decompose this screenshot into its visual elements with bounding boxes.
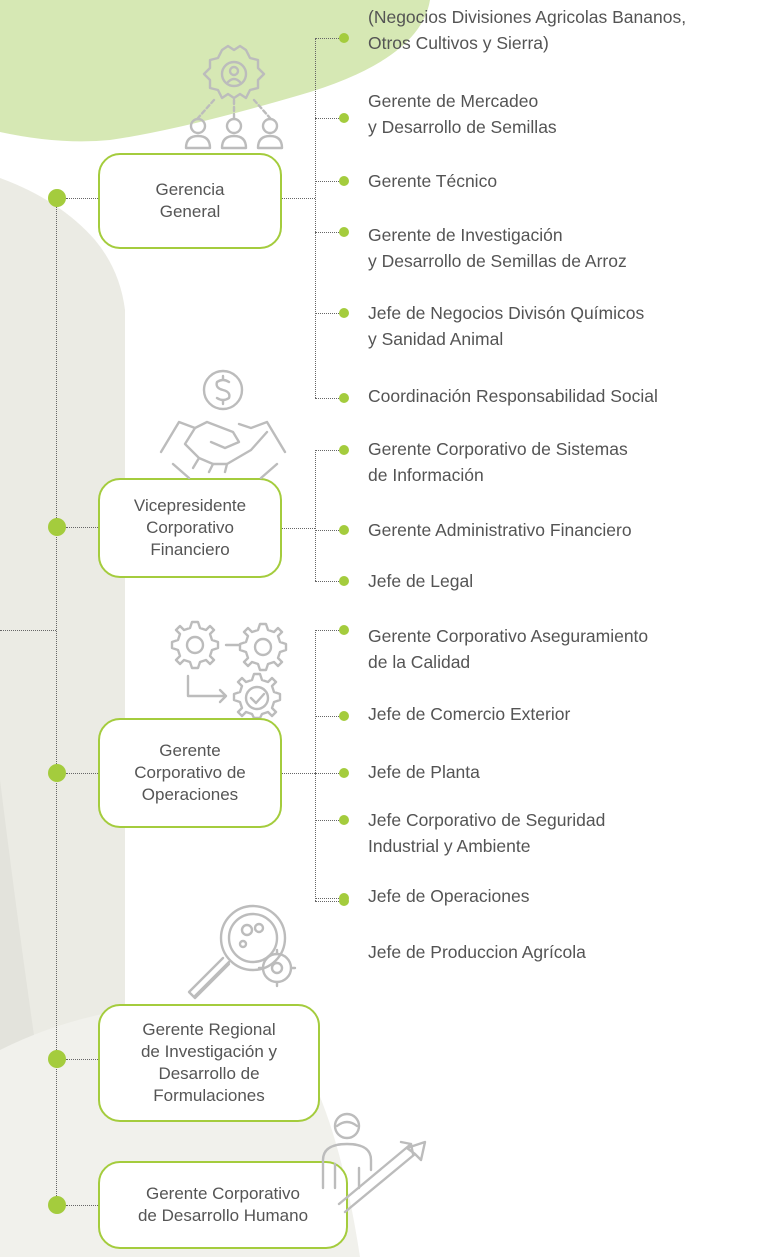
branch-connector [282, 198, 315, 199]
trunk-dot-operaciones [48, 764, 66, 782]
branch-tick [315, 901, 341, 902]
branch-tick [315, 630, 341, 631]
branch-tick [315, 232, 341, 233]
branch-item[interactable]: Jefe de Comercio Exterior [368, 704, 571, 724]
branch-dot [339, 625, 349, 635]
branch-item[interactable]: Gerente de Mercadeo y Desarrollo de Semi… [368, 91, 557, 137]
branch-tick [315, 716, 341, 717]
connector-humano [66, 1205, 98, 1206]
branch-dot [339, 711, 349, 721]
trunk-dot-financiero [48, 518, 66, 536]
branch-tick [315, 450, 341, 451]
connector-general [66, 198, 98, 199]
branch-tick [315, 118, 341, 119]
node-label: Gerencia General [155, 180, 225, 221]
branch-spine-operaciones [315, 630, 316, 901]
node-gerente-desarrollo-humano[interactable]: Gerente Corporativo de Desarrollo Humano [98, 1161, 348, 1249]
branch-tick [315, 581, 341, 582]
magnifier-research-icon [187, 904, 297, 1000]
branch-tick [315, 820, 341, 821]
branch-tick [315, 773, 341, 774]
branch-spine-financiero [315, 450, 316, 581]
branch-dot [339, 113, 349, 123]
node-gerencia-general[interactable]: Gerencia General [98, 153, 282, 249]
handshake-dollar-icon [159, 369, 287, 480]
trunk-dot-humano [48, 1196, 66, 1214]
branch-item[interactable]: Jefe de Produccion Agrícola [368, 942, 586, 962]
branch-item[interactable]: Gerente Administrativo Financiero [368, 520, 632, 540]
person-growth-arrow-icon [321, 1112, 427, 1214]
branch-item[interactable]: Jefe de Negocios Divisón Químicos y Sani… [368, 303, 645, 349]
branch-spine-general [315, 38, 316, 398]
branch-tick [315, 313, 341, 314]
connector-operaciones [66, 773, 98, 774]
branch-connector [282, 528, 315, 529]
branch-tick [315, 38, 341, 39]
branch-tick [315, 530, 341, 531]
branch-tick [315, 181, 341, 182]
branch-item[interactable]: Gerente Corporativo de Sistemas de Infor… [368, 439, 628, 485]
branch-tick [315, 898, 341, 899]
connector-investigacion [66, 1059, 98, 1060]
branch-item[interactable]: Gerente Técnico [368, 171, 498, 191]
branch-dot [339, 815, 349, 825]
team-leader-gear-icon [184, 44, 284, 150]
branch-dot [339, 176, 349, 186]
node-label: Gerente Regional de Investigación y Desa… [140, 1020, 278, 1105]
branch-item[interactable]: Jefe de Planta [368, 762, 480, 782]
node-label: Gerente Corporativo de Operaciones [134, 741, 246, 804]
branch-item[interactable]: Coordinación Responsabilidad Social [368, 386, 658, 406]
branch-dot [339, 445, 349, 455]
branch-item[interactable]: Jefe Corporativo de Seguridad Industrial… [368, 810, 606, 856]
branch-dot [339, 896, 349, 906]
node-label: Vicepresidente Corporativo Financiero [133, 496, 247, 559]
branch-dot [339, 393, 349, 403]
node-gerente-operaciones[interactable]: Gerente Corporativo de Operaciones [98, 718, 282, 828]
node-label: Gerente Corporativo de Desarrollo Humano [137, 1184, 309, 1225]
branch-item[interactable]: (Negocios Divisiones Agricolas Bananos, … [368, 7, 687, 53]
node-gerente-investigacion[interactable]: Gerente Regional de Investigación y Desa… [98, 1004, 320, 1122]
branch-dot [339, 33, 349, 43]
light-gray-band [0, 178, 125, 1257]
trunk-line [56, 198, 57, 1198]
connector-financiero [66, 527, 98, 528]
branch-dot [339, 525, 349, 535]
trunk-dot-general [48, 189, 66, 207]
branch-item[interactable]: Gerente Corporativo Aseguramiento de la … [368, 626, 649, 672]
branch-dot [339, 768, 349, 778]
gears-process-icon [170, 620, 288, 718]
green-blob [0, 0, 430, 142]
branch-dot [339, 308, 349, 318]
trunk-dot-investigacion [48, 1050, 66, 1068]
branch-item[interactable]: Gerente de Investigación y Desarrollo de… [368, 225, 627, 271]
branch-dot [339, 576, 349, 586]
trunk-stub-line [0, 630, 56, 631]
branch-connector [282, 773, 315, 774]
branch-tick [315, 398, 341, 399]
branch-item[interactable]: Jefe de Operaciones [368, 886, 530, 906]
node-vicepresidente-financiero[interactable]: Vicepresidente Corporativo Financiero [98, 478, 282, 578]
branch-item[interactable]: Jefe de Legal [368, 571, 474, 591]
branch-dot [339, 227, 349, 237]
